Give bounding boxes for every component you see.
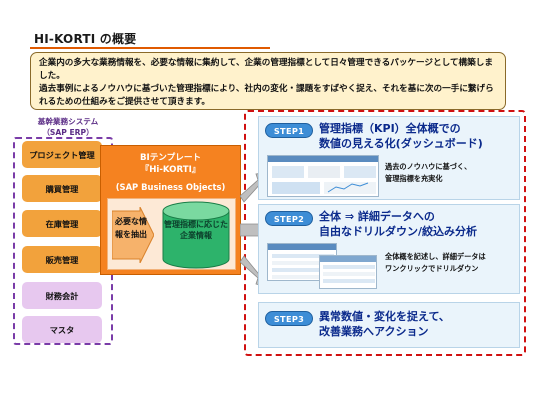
module-master-label: マスタ — [49, 324, 75, 335]
step-2-pill: STEP2 — [265, 211, 313, 226]
erp-label-line-1: 基幹業務システム — [37, 117, 99, 126]
erp-frame — [13, 137, 113, 345]
step-2-note-line-2: ワンクリックでドリルダウン — [385, 264, 479, 273]
database-label: 管理指標に応じた企業情報 — [164, 220, 228, 240]
module-finance-label: 財務会計 — [45, 290, 79, 301]
bi-template-heading-line-2: 『Hi-KORTI』 — [140, 165, 201, 175]
page-title: HI-KORTI の概要 — [34, 32, 137, 46]
module-inventory: 在庫管理 — [22, 210, 102, 237]
step-1-panel: STEP1 管理指標（KPI）全体概での 数値の見える化(ダッシュボード) 過去… — [258, 116, 520, 200]
extract-label: 必要な情報を抽出 — [115, 217, 147, 239]
module-purchasing: 購買管理 — [22, 175, 102, 202]
drilldown-screenshot-2 — [319, 255, 377, 289]
step-3-title: 異常数値・変化を捉えて、 改善業務へアクション — [319, 309, 450, 339]
table-thumbnail-icon — [272, 254, 334, 279]
step-2-title-line-1: 全体 ⇒ 詳細データへの — [319, 210, 435, 223]
step-1-note: 過去のノウハウに基づく、 管理指標を充実化 — [385, 161, 471, 185]
dashboard-thumbnail-icon — [272, 166, 376, 194]
bi-template-box: BIテンプレート 『Hi-KORTI』 (SAP Business Object… — [100, 145, 241, 275]
module-project: プロジェクト管理 — [22, 141, 102, 168]
step-3-title-line-2: 改善業務へアクション — [319, 325, 429, 338]
step-3-title-line-1: 異常数値・変化を捉えて、 — [319, 310, 450, 323]
bi-template-heading: BIテンプレート 『Hi-KORTI』 — [101, 146, 240, 176]
database-cylinder-icon — [162, 201, 230, 269]
module-project-label: プロジェクト管理 — [29, 149, 95, 160]
step-1-note-line-2: 管理指標を充実化 — [385, 174, 443, 183]
module-finance: 財務会計 — [22, 282, 102, 309]
dashboard-screenshot — [267, 155, 379, 197]
description-line-1: 企業内の多大な業務情報を、必要な情報に集約して、企業の管理指標として日々管理でき… — [39, 58, 493, 81]
bi-template-inner: 必要な情報を抽出 管理指標に応じた企業情報 — [107, 198, 236, 270]
step-1-title-line-1: 管理指標（KPI）全体概での — [319, 122, 461, 135]
description-line-2: 過去事例によるノウハウに基づいた管理指標により、社内の変化・課題をすばやく捉え、… — [39, 84, 494, 107]
step-1-pill: STEP1 — [265, 123, 313, 138]
bi-template-subtitle: (SAP Business Objects) — [115, 182, 226, 192]
module-sales-label: 販売管理 — [45, 254, 79, 265]
extract-arrow-icon — [112, 207, 154, 263]
step-1-note-line-1: 過去のノウハウに基づく、 — [385, 162, 472, 171]
step-1-title: 管理指標（KPI）全体概での 数値の見える化(ダッシュボード) — [319, 121, 483, 151]
step-2-note-line-1: 全体概を記述し、詳細データは — [385, 252, 486, 261]
step-2-note: 全体概を記述し、詳細データは ワンクリックでドリルダウン — [385, 251, 486, 275]
erp-label-line-2: （SAP ERP） — [42, 128, 94, 137]
description-box: 企業内の多大な業務情報を、必要な情報に集約して、企業の管理指標として日々管理でき… — [30, 52, 506, 110]
module-purchasing-label: 購買管理 — [45, 183, 79, 194]
bi-template-heading-line-1: BIテンプレート — [139, 153, 202, 163]
step-3-panel: STEP3 異常数値・変化を捉えて、 改善業務へアクション — [258, 302, 520, 348]
module-master: マスタ — [22, 316, 102, 343]
erp-label: 基幹業務システム （SAP ERP） — [22, 116, 114, 138]
step-2-panel: STEP2 全体 ⇒ 詳細データへの 自由なドリルダウン/絞込み分析 全体概を記… — [258, 204, 520, 294]
detail-thumbnail-icon — [323, 265, 375, 283]
step-3-pill: STEP3 — [265, 311, 313, 326]
step-2-title-line-2: 自由なドリルダウン/絞込み分析 — [319, 225, 478, 238]
step-1-title-line-2: 数値の見える化(ダッシュボード) — [319, 137, 483, 150]
module-inventory-label: 在庫管理 — [45, 218, 79, 229]
module-sales: 販売管理 — [22, 246, 102, 273]
title-underline — [30, 47, 270, 49]
step-2-title: 全体 ⇒ 詳細データへの 自由なドリルダウン/絞込み分析 — [319, 209, 477, 239]
